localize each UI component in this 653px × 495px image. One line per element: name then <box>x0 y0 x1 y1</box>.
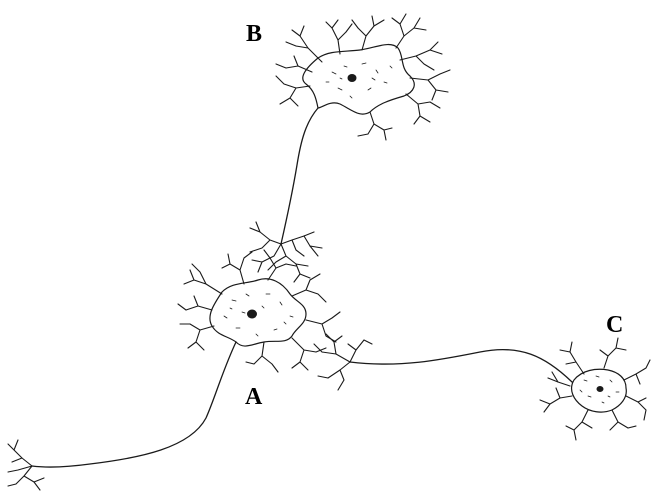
axon-a-to-c <box>350 350 572 382</box>
neuron-b <box>276 14 450 140</box>
axon-b-terminal <box>250 222 322 282</box>
neuron-a-nucleus <box>247 310 257 319</box>
axon-a-hillock-branches <box>314 334 372 390</box>
neuron-b-soma <box>303 45 414 115</box>
axon-b-to-a <box>281 108 318 244</box>
neuron-c-nucleus <box>597 386 604 392</box>
neuron-b-dendrites <box>276 14 450 140</box>
label-a: A <box>245 385 262 409</box>
neuron-b-nucleus <box>348 74 357 82</box>
neuron-c-dendrites <box>540 338 650 440</box>
neuron-c <box>540 338 650 440</box>
axon-a-to-left <box>32 342 236 467</box>
label-b: B <box>246 22 262 46</box>
axon-left-terminal <box>8 440 44 490</box>
neuron-b-stipple <box>326 63 392 98</box>
label-c: C <box>606 313 623 337</box>
neuron-a-stipple <box>224 294 293 336</box>
